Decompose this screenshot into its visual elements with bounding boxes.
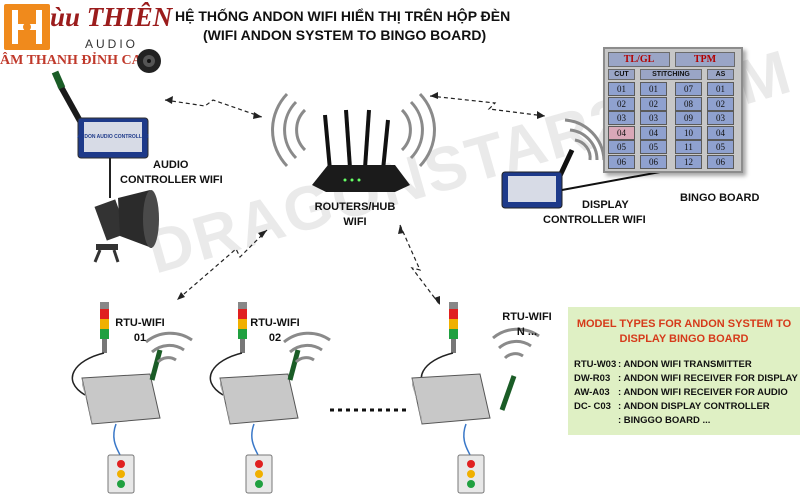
rtun-wifi-waves-icon (492, 327, 540, 360)
bingo-col-as: AS (707, 69, 734, 80)
model-code: AW-A03 (574, 387, 610, 398)
audio-controller-label-2: CONTROLLER WIFI (120, 174, 223, 186)
bingo-cell: 05 (707, 140, 734, 154)
bingo-cell: 03 (608, 111, 635, 125)
model-desc: : BINGGO BOARD ... (618, 415, 711, 426)
rtu1-label-2: 01 (133, 332, 147, 344)
rtu1-label-1: RTU-WIFI (115, 317, 165, 329)
diagram-subtitle: (WIFI ANDON SYSTEM TO BINGO BOARD) (203, 27, 487, 43)
bingo-cell: 09 (675, 111, 702, 125)
bingo-cell: 04 (608, 125, 635, 140)
rtu2-label-1: RTU-WIFI (250, 317, 300, 329)
bingo-cell: 10 (675, 125, 702, 140)
logo-brand-text: ùu THIÊN (50, 2, 173, 32)
bingo-cell: 02 (608, 96, 635, 111)
rtun-label-2: N ... (516, 326, 538, 338)
bingo-cell: 05 (608, 140, 635, 154)
bingo-cell: 02 (640, 96, 667, 111)
link-router-rtu1 (176, 229, 268, 301)
wireless-links (164, 95, 546, 306)
model-item: DW-R03 : ANDON WIFI RECEIVER FOR DISPLAY (574, 373, 798, 384)
bingo-cell: 05 (640, 140, 667, 154)
link-router-rtun (399, 224, 441, 306)
bingo-cell: 03 (707, 111, 734, 125)
model-types-panel: MODEL TYPES FOR ANDON SYSTEM TO DISPLAY … (568, 307, 800, 435)
horn-speaker-icon (93, 190, 159, 263)
rtu-device-1 (71, 302, 163, 494)
model-desc: : ANDON WIFI RECEIVER FOR DISPLAY (618, 373, 798, 384)
display-controller-label-2: CONTROLLER WIFI (543, 214, 646, 226)
diagram-title: HỆ THỐNG ANDON WIFI HIỂN THỊ TRÊN HỘP ĐÈ… (175, 8, 511, 24)
bingo-cell: 07 (675, 82, 702, 96)
model-desc: : ANDON WIFI TRANSMITTER (618, 359, 752, 370)
bingo-cell: 04 (707, 125, 734, 140)
bingo-cell: 11 (675, 140, 702, 154)
display-controller-device (501, 148, 661, 209)
bingo-cell: 04 (640, 125, 667, 140)
link-audio-router (164, 99, 263, 118)
bingo-cell: 03 (640, 111, 667, 125)
bingo-col-stitching: STITCHING (640, 69, 702, 80)
bingo-cell: 01 (707, 82, 734, 96)
rtu-device-2 (209, 302, 301, 494)
model-code: DW-R03 (574, 373, 611, 384)
model-desc: : ANDON DISPLAY CONTROLLER (618, 401, 770, 412)
model-item: DC- C03 : ANDON DISPLAY CONTROLLER (574, 401, 770, 412)
bingo-cell: 02 (707, 96, 734, 111)
model-item: : BINGGO BOARD ... (574, 415, 710, 426)
rtu2-label-2: 02 (268, 332, 282, 344)
model-item: AW-A03 : ANDON WIFI RECEIVER FOR AUDIO (574, 387, 788, 398)
router-label-2: WIFI (343, 216, 367, 228)
audio-device-text: ANDON AUDIO CONTROLLER (77, 134, 149, 140)
bingo-cell: 06 (608, 154, 635, 169)
model-code: RTU-W03 (574, 359, 617, 370)
bingo-header-tlgl: TL/GL (608, 52, 670, 67)
logo-mark-icon (4, 4, 50, 50)
model-code: DC- C03 (574, 401, 611, 412)
bingo-cell: 06 (640, 154, 667, 169)
rtun-label-1: RTU-WIFI (502, 311, 552, 323)
brand-logo: ùu THIÊN AUDIO ÂM THANH ĐỈNH CAO (0, 0, 172, 78)
display-controller-label-1: DISPLAY (582, 199, 629, 211)
model-title-line-1: MODEL TYPES FOR ANDON SYSTEM TO (576, 318, 792, 330)
bingo-cell: 12 (675, 154, 702, 169)
bingo-cell: 06 (707, 154, 734, 169)
rtu2-wifi-waves-icon (283, 331, 331, 364)
model-types-title: MODEL TYPES FOR ANDON SYSTEM TO DISPLAY … (568, 317, 800, 347)
model-desc: : ANDON WIFI RECEIVER FOR AUDIO (618, 387, 788, 398)
link-arrowheads (165, 92, 545, 305)
logo-sub-text: AUDIO (85, 37, 139, 51)
speaker-cone-icon (137, 49, 161, 73)
rtu1-wifi-waves-icon (145, 331, 193, 364)
model-title-line-2: DISPLAY BINGO BOARD (619, 333, 749, 345)
audio-controller-device: ANDON AUDIO CONTROLLER (51, 70, 149, 198)
bingo-cell: 01 (640, 82, 667, 96)
router-icon (312, 109, 410, 192)
wifi-waves-icon (271, 92, 436, 168)
bingo-cell: 08 (675, 96, 702, 111)
router-label-1: ROUTERS/HUB (314, 201, 396, 213)
audio-controller-label-1: AUDIO (153, 159, 189, 171)
logo-tagline: ÂM THANH ĐỈNH CAO (0, 53, 153, 68)
bingo-cell: 01 (608, 82, 635, 96)
bingo-col-cut: CUT (608, 69, 635, 80)
rtu-device-n (411, 302, 517, 494)
bingo-header-tpm: TPM (675, 52, 735, 67)
link-router-display (429, 95, 546, 117)
bingo-board-label: BINGO BOARD (680, 192, 760, 204)
model-item: RTU-W03: ANDON WIFI TRANSMITTER (574, 359, 752, 370)
